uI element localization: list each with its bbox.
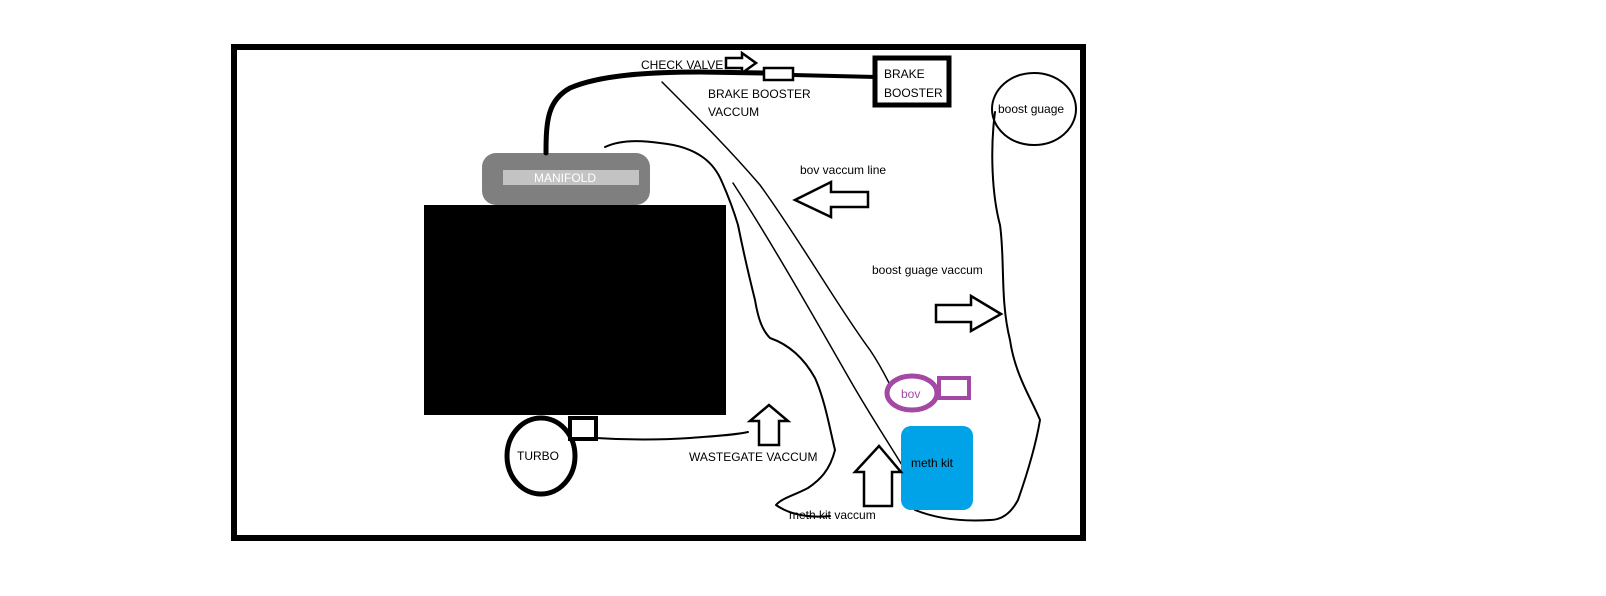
boost-gauge bbox=[991, 72, 1077, 146]
bov-label: bov bbox=[901, 387, 920, 401]
boost-gauge-hose bbox=[914, 111, 1041, 522]
wastegate-vacuum-arrow bbox=[746, 403, 792, 447]
brake-booster-hose-right bbox=[791, 73, 878, 79]
bov-vacuum-hose bbox=[604, 140, 836, 518]
boost-gauge-vacuum-arrow bbox=[934, 293, 1004, 334]
meth-kit-label: meth kit bbox=[911, 456, 954, 470]
meth-kit bbox=[901, 426, 973, 510]
turbo-to-wastegate-hose bbox=[595, 431, 749, 441]
brake-booster-box-label-1: BRAKE bbox=[884, 67, 925, 81]
brake-booster-box-label-2: BOOSTER bbox=[884, 86, 943, 100]
boost-gauge-vacuum-label: boost guage vaccum bbox=[872, 263, 983, 277]
manifold-label: MANIFOLD bbox=[534, 171, 596, 185]
manifold-label-bar bbox=[503, 170, 639, 185]
check-valve-label: CHECK VALVE bbox=[641, 58, 723, 72]
bov-vacuum-arrow bbox=[792, 179, 870, 219]
brake-booster-box bbox=[872, 55, 952, 108]
turbo-wastegate-actuator bbox=[568, 416, 598, 441]
check-valve bbox=[762, 66, 795, 82]
bov-signal-line bbox=[661, 81, 890, 384]
turbo-label: TURBO bbox=[517, 449, 559, 463]
check-valve-arrow bbox=[724, 50, 759, 76]
meth-kit-signal-line bbox=[732, 182, 906, 471]
bov-port bbox=[937, 376, 971, 400]
brake-booster-vacuum-label-1: BRAKE BOOSTER bbox=[708, 87, 811, 101]
engine-block bbox=[424, 205, 726, 415]
brake-booster-hose bbox=[543, 69, 768, 156]
meth-kit-vacuum-arrow bbox=[852, 444, 904, 508]
meth-kit-vacuum-label: meth kit vaccum bbox=[789, 508, 876, 522]
turbo bbox=[504, 415, 578, 497]
boost-gauge-label: boost guage bbox=[998, 102, 1064, 116]
bov-vacuum-label: bov vaccum line bbox=[800, 163, 886, 177]
wastegate-vacuum-label: WASTEGATE VACCUM bbox=[689, 450, 817, 464]
brake-booster-vacuum-label-2: VACCUM bbox=[708, 105, 759, 119]
